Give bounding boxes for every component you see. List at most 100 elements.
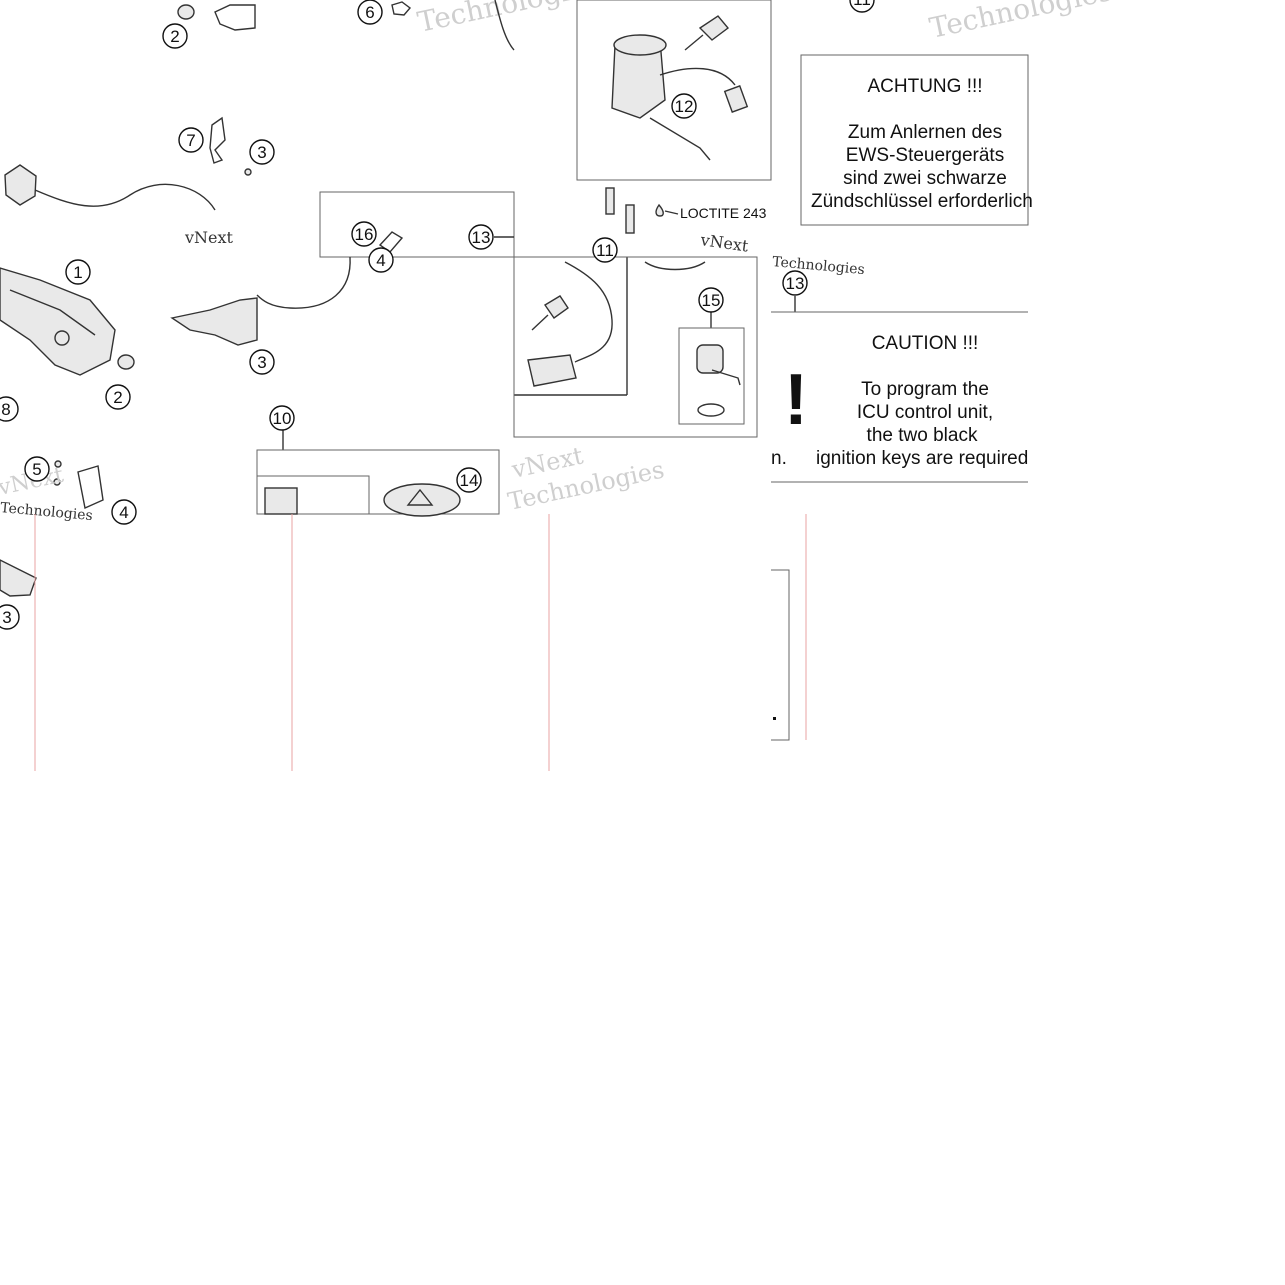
svg-text:5: 5	[32, 460, 41, 479]
tile-top-right: Technologies ACHTUNG !!! Zum Anlernen de…	[800, 0, 1115, 226]
callout-13[interactable]: 13	[782, 270, 808, 296]
tile-top-middle: Technologies	[319, 0, 603, 258]
svg-text:13: 13	[472, 228, 491, 247]
svg-text:10: 10	[273, 409, 292, 428]
mount-bracket-part	[170, 297, 258, 346]
tile-mid-middle	[256, 256, 500, 517]
cap-emblem	[406, 488, 434, 506]
callout-3[interactable]: 3	[0, 604, 20, 630]
note-de-line-3: sind zwei schwarze	[843, 168, 1007, 189]
screw-part	[54, 460, 62, 468]
note-en-title: CAUTION !!!	[872, 333, 979, 354]
screw-part	[244, 168, 252, 176]
watermark-brand-1: vNext	[184, 228, 234, 247]
callout-11[interactable]: 11	[849, 0, 875, 13]
callout-6[interactable]: 6	[357, 0, 383, 25]
callouts: 2 6 7 3 1 2 8 5	[0, 0, 875, 630]
tile-top-center-right: LOCTITE 243 vNext	[576, 0, 772, 256]
screw-part	[53, 478, 61, 486]
switch-knob-part	[54, 330, 70, 346]
tile-bottom-row	[0, 514, 807, 771]
connector-part	[264, 487, 298, 515]
callout-7[interactable]: 7	[178, 127, 204, 153]
tank-ring-part	[644, 261, 706, 271]
watermark-brand-2: Technologies	[415, 0, 603, 39]
note-de-line-1: Zum Anlernen des	[848, 122, 1002, 143]
svg-text:1: 1	[73, 263, 82, 282]
exclamation-icon: !	[784, 360, 808, 440]
note-en-line-2: ICU control unit,	[857, 402, 993, 423]
sub-frame	[256, 475, 370, 515]
callout-3[interactable]: 3	[249, 139, 275, 165]
part-box	[678, 327, 745, 425]
handlebar-switch-part	[0, 267, 116, 376]
leader-line	[664, 210, 679, 215]
svg-text:3: 3	[257, 143, 266, 162]
svg-text:3: 3	[257, 353, 266, 372]
callout-8[interactable]: 8	[0, 396, 19, 422]
note-en-line-3: the two black	[867, 425, 978, 446]
tile-mid-right: Technologies ! CAUTION !!! To program th…	[771, 254, 1028, 483]
lock-cam-part	[711, 369, 741, 386]
connector-part	[723, 85, 749, 113]
watermark-brand-1: vNext	[698, 230, 750, 256]
cable-part	[564, 261, 613, 363]
bracket-part	[209, 116, 226, 164]
note-de-line-4: Zündschlüssel erforderlich	[811, 191, 1033, 212]
callout-11[interactable]: 11	[592, 237, 618, 263]
callout-12[interactable]: 12	[671, 93, 697, 119]
callout-13[interactable]: 13	[468, 224, 494, 250]
svg-text:2: 2	[170, 27, 179, 46]
connector-part	[4, 164, 37, 206]
key-blade	[531, 314, 549, 331]
watermark-brand-2: Technologies	[927, 0, 1115, 45]
note-de-line-2: EWS-Steuergeräts	[846, 145, 1004, 166]
loctite-drop-icon	[655, 203, 664, 217]
callout-14[interactable]: 14	[456, 467, 482, 493]
svg-text:7: 7	[186, 131, 195, 150]
callout-1[interactable]: 1	[65, 259, 91, 285]
callout-5[interactable]: 5	[24, 456, 50, 482]
switch-housing-part	[214, 4, 256, 31]
key-part	[698, 15, 730, 41]
note-box-de	[800, 54, 1029, 226]
svg-text:11: 11	[853, 0, 871, 9]
svg-text:4: 4	[376, 251, 385, 270]
cable-part	[649, 117, 711, 161]
callout-15[interactable]: 15	[698, 287, 724, 313]
control-unit-part	[527, 354, 577, 387]
svg-text:11: 11	[596, 241, 614, 260]
svg-text:16: 16	[355, 225, 374, 244]
note-box-edge	[771, 569, 790, 741]
callout-4[interactable]: 4	[368, 247, 394, 273]
callout-2[interactable]: 2	[162, 23, 188, 49]
callout-2[interactable]: 2	[105, 384, 131, 410]
svg-text:8: 8	[1, 400, 10, 419]
svg-text:2: 2	[113, 388, 122, 407]
svg-text:14: 14	[460, 471, 479, 490]
ring-part	[697, 403, 725, 417]
plate-part	[77, 465, 104, 509]
svg-text:15: 15	[702, 291, 721, 310]
lock-cylinder-part	[613, 34, 667, 56]
note-de-title: ACHTUNG !!!	[867, 76, 982, 97]
bracket-part	[0, 559, 37, 597]
adhesive-label: LOCTITE 243	[680, 205, 767, 221]
grommet-part	[117, 354, 135, 370]
assembly-frame	[319, 191, 515, 258]
key-part	[543, 295, 569, 319]
watermark-brand-2: Technologies	[0, 500, 93, 524]
lock-part	[696, 344, 724, 374]
callout-10[interactable]: 10	[269, 405, 295, 431]
svg-text:4: 4	[119, 503, 128, 522]
callout-4[interactable]: 4	[111, 499, 137, 525]
svg-text:3: 3	[2, 608, 11, 627]
callout-16[interactable]: 16	[351, 221, 377, 247]
note-en-fragment: n.	[771, 448, 787, 469]
switch-detail	[9, 289, 96, 336]
cable-part	[34, 183, 216, 211]
callout-3[interactable]: 3	[249, 349, 275, 375]
clip-part	[391, 1, 412, 16]
note-en-line-4: ignition keys are required	[816, 448, 1028, 469]
